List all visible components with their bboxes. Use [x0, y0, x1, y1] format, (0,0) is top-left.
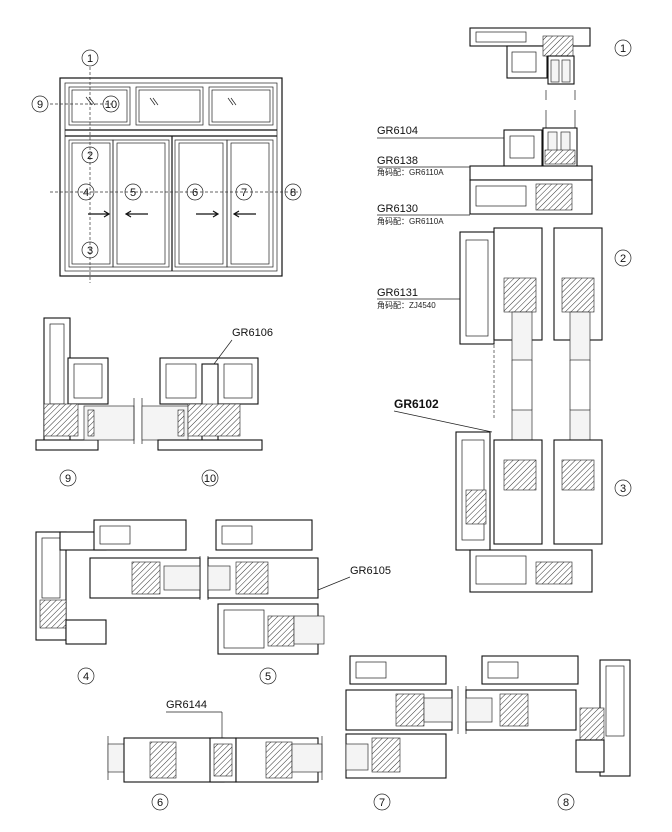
vertical-section-sash-lower: [455, 409, 603, 593]
callout-6-detail: 6: [151, 793, 169, 811]
callout-7-elev: 7: [235, 183, 253, 201]
svg-text:7: 7: [379, 797, 385, 809]
label-gr6131: GR6131 角码配：ZJ4540: [377, 287, 460, 310]
callout-4-detail: 4: [77, 667, 95, 685]
callout-6-elev: 6: [186, 183, 204, 201]
callout-4-elev: 4: [77, 183, 95, 201]
svg-text:8: 8: [563, 797, 569, 809]
svg-text:GR6130: GR6130: [377, 203, 418, 215]
label-gr6138: GR6138 角码配：GR6110A: [377, 155, 470, 177]
svg-text:角码配：ZJ4540: 角码配：ZJ4540: [377, 300, 436, 310]
callout-10-elev: 10: [102, 95, 120, 113]
label-gr6130: GR6130 角码配：GR6110A: [377, 203, 470, 226]
callout-3-elev: 3: [81, 241, 99, 259]
vertical-section-transom: [469, 127, 593, 215]
section-9-detail: [35, 317, 135, 451]
callout-9-elev: 9: [31, 95, 49, 113]
svg-text:角码配：GR6110A: 角码配：GR6110A: [377, 167, 444, 177]
callout-10-detail: 10: [201, 469, 219, 487]
section-5-detail: [207, 519, 325, 655]
svg-text:4: 4: [83, 671, 89, 683]
svg-text:2: 2: [620, 253, 626, 265]
callout-3-section: 3: [614, 479, 632, 497]
window-elevation: [50, 67, 300, 283]
glass-break-middle: [493, 340, 591, 420]
callout-1-section: 1: [614, 39, 632, 57]
label-gr6102: GR6102: [393, 397, 493, 433]
callout-2-elev: 2: [81, 146, 99, 164]
svg-text:角码配：GR6110A: 角码配：GR6110A: [377, 216, 444, 226]
svg-text:8: 8: [290, 187, 296, 199]
callout-1-elev: 1: [81, 49, 99, 67]
callout-8-detail: 8: [557, 793, 575, 811]
svg-text:1: 1: [620, 43, 626, 55]
svg-text:9: 9: [65, 473, 71, 485]
label-gr6104: GR6104: [377, 125, 504, 139]
label-gr6144: GR6144: [166, 699, 223, 738]
svg-text:4: 4: [83, 187, 89, 199]
callout-5-elev: 5: [124, 183, 142, 201]
svg-text:GR6144: GR6144: [166, 699, 207, 711]
svg-text:5: 5: [130, 187, 136, 199]
svg-text:1: 1: [87, 53, 93, 65]
svg-text:GR6131: GR6131: [377, 287, 418, 299]
svg-text:GR6138: GR6138: [377, 155, 418, 167]
vertical-section-sash-upper: [459, 227, 603, 361]
glass-break-upper: [545, 90, 576, 128]
section-8-detail: [465, 655, 631, 777]
section-7-detail: [345, 655, 459, 779]
callout-7-detail: 7: [373, 793, 391, 811]
svg-text:5: 5: [265, 671, 271, 683]
vertical-section-head: [469, 27, 591, 85]
svg-text:3: 3: [87, 245, 93, 257]
callout-9-detail: 9: [59, 469, 77, 487]
svg-text:10: 10: [105, 99, 117, 111]
svg-text:6: 6: [192, 187, 198, 199]
section-4-detail: [35, 519, 201, 645]
section-6-detail: [107, 736, 323, 783]
svg-text:9: 9: [37, 99, 43, 111]
svg-text:7: 7: [241, 187, 247, 199]
svg-text:2: 2: [87, 150, 93, 162]
section-10-detail: [141, 357, 263, 451]
svg-text:GR6102: GR6102: [394, 397, 439, 411]
label-gr6106: GR6106: [213, 327, 273, 365]
svg-text:GR6105: GR6105: [350, 565, 391, 577]
callout-5-detail: 5: [259, 667, 277, 685]
svg-text:10: 10: [204, 473, 216, 485]
svg-text:GR6104: GR6104: [377, 125, 418, 137]
svg-text:6: 6: [157, 797, 163, 809]
svg-text:GR6106: GR6106: [232, 327, 273, 339]
label-gr6105: GR6105: [317, 565, 391, 591]
callout-8-elev: 8: [284, 183, 302, 201]
svg-text:3: 3: [620, 483, 626, 495]
callout-2-section: 2: [614, 249, 632, 267]
